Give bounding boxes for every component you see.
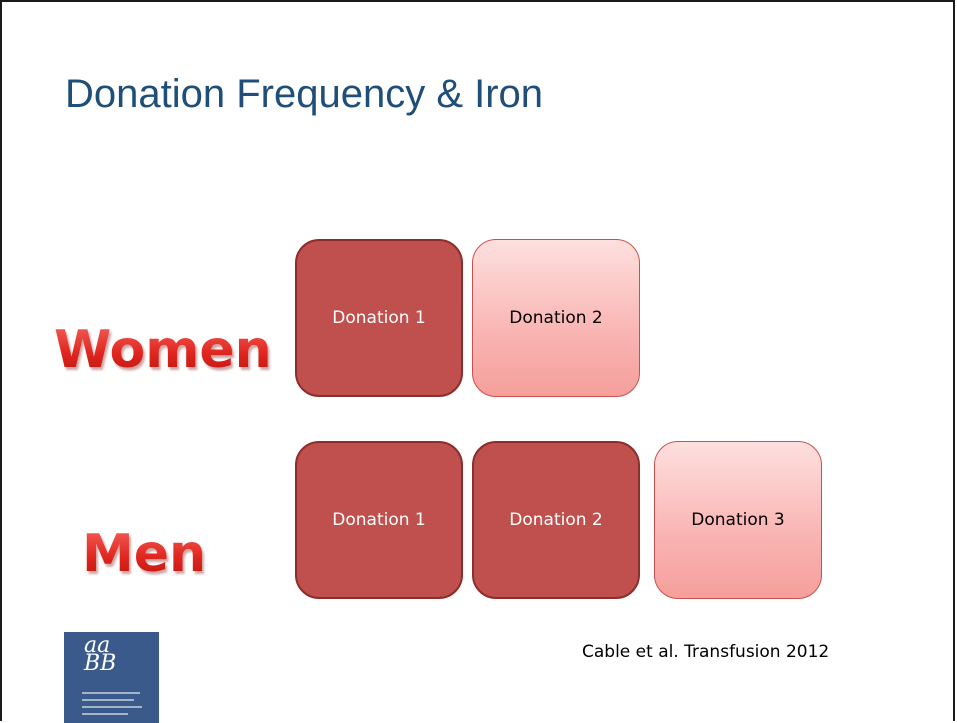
men-donation-2-box: Donation 2 [472,441,640,599]
box-label: Donation 2 [509,510,603,530]
box-label: Donation 1 [332,510,426,530]
women-donation-2-box: Donation 2 [472,239,640,397]
row-label-women: Women [54,320,272,380]
men-donation-3-box: Donation 3 [654,441,822,599]
men-donation-1-box: Donation 1 [295,441,463,599]
women-donation-1-box: Donation 1 [295,239,463,397]
box-label: Donation 2 [509,308,603,328]
slide-title: Donation Frequency & Iron [65,72,544,116]
row-label-men: Men [82,524,207,584]
citation: Cable et al. Transfusion 2012 [582,642,830,662]
box-label: Donation 3 [691,510,785,530]
aabb-logo-icon: aa BB [64,632,159,723]
box-label: Donation 1 [332,308,426,328]
logo-mark: aa BB [84,633,117,676]
